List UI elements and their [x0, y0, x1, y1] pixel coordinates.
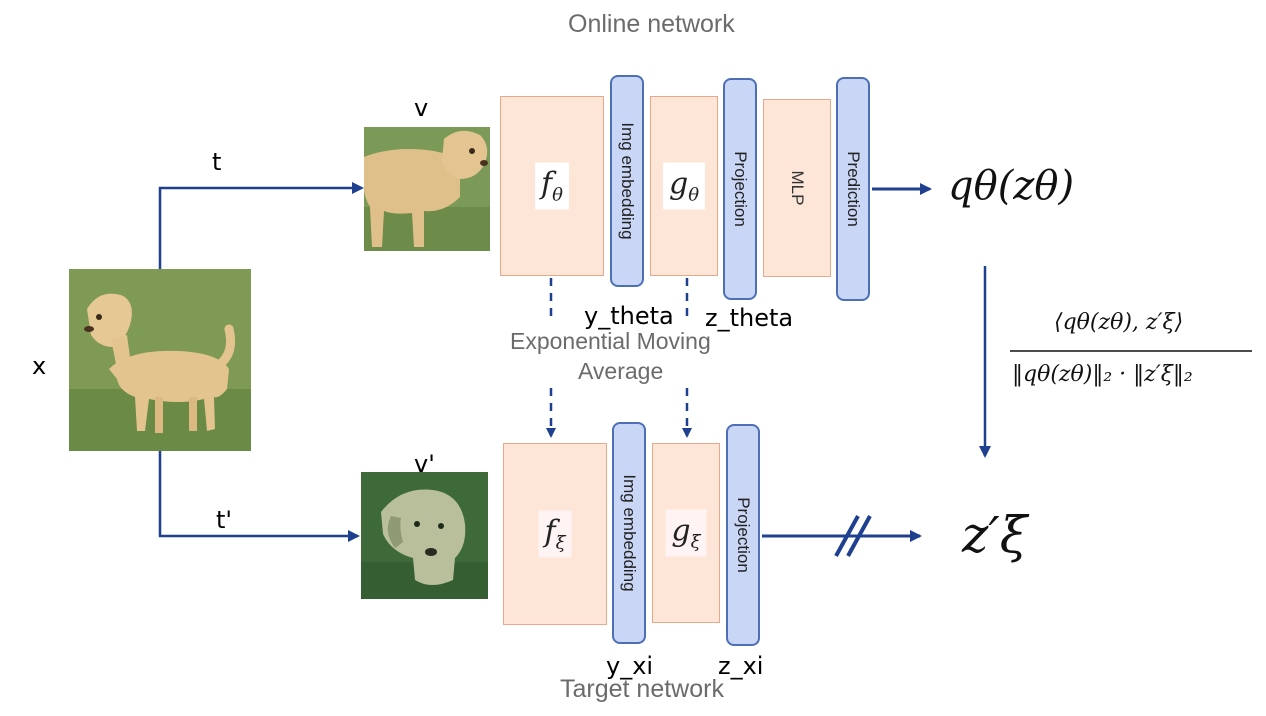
f-theta-symbol: fθ — [535, 162, 569, 210]
online-predictor-mlp: MLP — [763, 99, 831, 277]
target-encoder-f-xi: fξ — [503, 443, 607, 625]
target-network-title: Target network — [560, 675, 724, 703]
view-v-prime-label: v' — [414, 450, 435, 478]
target-output-z: z′ξ — [962, 506, 1028, 564]
view-v-prime-image — [361, 472, 488, 599]
transform-t-label: t — [212, 148, 222, 176]
view-v-label: v — [414, 94, 429, 122]
online-projector-g-theta: gθ — [650, 96, 718, 276]
online-projection-label: Projection — [731, 151, 750, 227]
target-projection: Projection — [726, 424, 760, 646]
online-img-embedding-label: Img embedding — [618, 122, 637, 240]
transform-t-prime-label: t' — [216, 506, 233, 534]
view-v-image — [364, 127, 490, 251]
y-theta-label: y_theta — [584, 302, 674, 330]
online-prediction-label: Prediction — [844, 151, 863, 227]
mlp-label: MLP — [788, 170, 807, 206]
online-encoder-f-theta: fθ — [500, 96, 604, 276]
target-img-embedding-label: Img embedding — [620, 474, 639, 592]
z-theta-label: z_theta — [705, 304, 794, 332]
ema-label-line1: Exponential Moving — [510, 328, 711, 354]
input-dog-image — [69, 269, 251, 451]
stop-gradient-mark-2 — [846, 515, 872, 557]
target-projector-g-xi: gξ — [652, 443, 720, 623]
z-xi-label: z_xi — [718, 652, 764, 680]
online-prediction: Prediction — [836, 77, 870, 301]
y-xi-label: y_xi — [606, 652, 654, 680]
branch-t-arrow — [158, 182, 364, 270]
target-img-embedding: Img embedding — [612, 422, 646, 644]
similarity-denominator: ‖qθ(zθ)‖₂ · ‖z′ξ‖₂ — [1012, 362, 1193, 387]
similarity-numerator: ⟨qθ(zθ), z′ξ⟩ — [1054, 310, 1184, 335]
branch-t-prime-arrow — [158, 450, 360, 542]
online-network-title: Online network — [568, 10, 735, 38]
target-projection-label: Projection — [734, 497, 753, 573]
online-projection: Projection — [723, 78, 757, 300]
g-xi-symbol: gξ — [665, 509, 707, 557]
input-x-label: x — [32, 352, 47, 380]
online-img-embedding: Img embedding — [610, 75, 644, 287]
g-theta-symbol: gθ — [662, 162, 706, 210]
stop-gradient-mark-1 — [834, 515, 860, 557]
online-output-q: qθ(zθ) — [948, 163, 1075, 209]
ema-label-line2: Average — [578, 358, 664, 384]
f-xi-symbol: fξ — [538, 510, 572, 558]
